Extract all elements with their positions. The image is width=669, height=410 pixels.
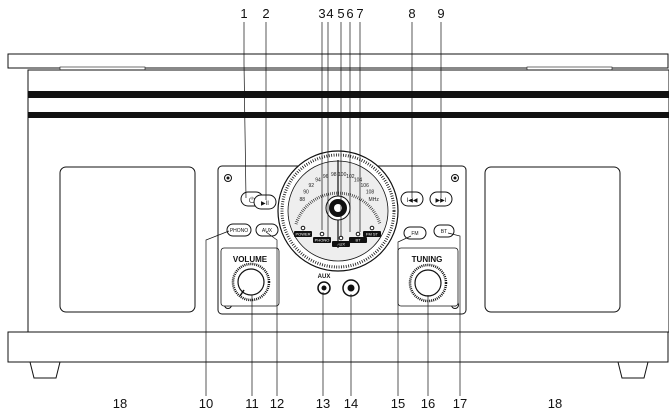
indicator-plate: [349, 237, 367, 243]
callout-number: 5: [337, 6, 344, 21]
indicator-plate: [332, 241, 350, 247]
lid: [7, 53, 669, 69]
indicator-led: [355, 231, 361, 237]
dial-scale-label: MHz: [369, 197, 380, 203]
trim-band-lower: [28, 112, 669, 118]
bt-button-label: BT: [441, 229, 447, 235]
callout-number: 13: [316, 396, 330, 410]
tuning-label: TUNING: [412, 255, 443, 264]
indicator-label: POWER: [295, 232, 310, 237]
callout-number: 10: [199, 396, 213, 410]
callout-number: 18: [548, 396, 562, 410]
dial-scale-label: 92: [309, 183, 315, 189]
aux-jack-label: AUX: [318, 274, 331, 280]
indicator-led: [338, 235, 344, 241]
dial-indicators: POWER PHONO AUX BT FM ST: [294, 225, 381, 247]
indicator-label: FM ST: [366, 232, 379, 237]
speaker-grille-right: [484, 166, 621, 313]
callout-number: 9: [437, 6, 444, 21]
callout-number: 17: [453, 396, 467, 410]
callout-number: 6: [346, 6, 353, 21]
indicator-plate: [363, 231, 381, 237]
callout-number: 14: [344, 396, 358, 410]
callout-number: 8: [408, 6, 415, 21]
callouts-bottom: 18 10 11 12 13 14 15 16 17 18: [113, 396, 562, 410]
volume-knob[interactable]: [220, 247, 280, 307]
indicator-led: [369, 225, 375, 231]
phono-button[interactable]: PHONO: [226, 223, 252, 237]
indicator-label: BT: [355, 238, 361, 243]
play-pause-button[interactable]: ▶II: [253, 194, 277, 210]
foot-right: [617, 361, 649, 379]
trim-band-upper: [28, 91, 669, 98]
dial-scale-label: 98: [331, 172, 337, 178]
callout-number: 7: [356, 6, 363, 21]
indicator-label: AUX: [337, 242, 346, 247]
dial-scale-label: 100: [338, 172, 347, 178]
foot-left: [29, 361, 61, 379]
dial-scale-label: 104: [354, 178, 363, 184]
speaker-grille-left: [59, 166, 196, 313]
callout-number: 2: [262, 6, 269, 21]
aux-button-label: AUX: [262, 228, 273, 234]
dial-scale-label: 106: [361, 183, 370, 189]
power-icon: ⏻: [249, 196, 256, 205]
next-icon: ▶▶I: [436, 198, 447, 204]
aux-button[interactable]: AUX: [255, 223, 279, 237]
callout-number: 3: [318, 6, 325, 21]
callout-number: 16: [421, 396, 435, 410]
callout-number: 1: [240, 6, 247, 21]
phono-button-label: PHONO: [230, 228, 248, 234]
callout-number: 15: [391, 396, 405, 410]
base-plinth: [7, 331, 669, 363]
callout-number: 18: [113, 396, 127, 410]
bt-button[interactable]: BT: [433, 224, 455, 238]
indicator-led: [300, 225, 306, 231]
aux-jack[interactable]: [317, 281, 331, 295]
headphone-jack[interactable]: [342, 279, 360, 297]
callout-number: 11: [245, 396, 259, 410]
indicator-led: [319, 231, 325, 237]
dial-scale-label: 108: [366, 190, 375, 196]
dial-scale-label: 102: [346, 174, 355, 180]
dial-scale-label: 94: [315, 178, 321, 184]
indicator-plate: [294, 231, 312, 237]
previous-icon: I◀◀: [407, 198, 418, 204]
dial-scale-label: 96: [323, 174, 329, 180]
leader-lines: [205, 22, 461, 396]
dial-scale-label: 90: [303, 190, 309, 196]
callout-number: 12: [270, 396, 284, 410]
dial-scale-label: 88: [300, 197, 306, 203]
indicator-plate: [313, 237, 331, 243]
volume-label: VOLUME: [233, 255, 268, 264]
indicator-label: PHONO: [315, 238, 330, 243]
fm-button-label: FM: [411, 231, 418, 237]
dial-tick-arc: [294, 191, 382, 225]
fm-button[interactable]: FM: [403, 226, 427, 240]
tuning-knob[interactable]: [397, 247, 459, 307]
play-pause-icon: ▶II: [261, 201, 269, 207]
callout-number: 4: [326, 6, 333, 21]
